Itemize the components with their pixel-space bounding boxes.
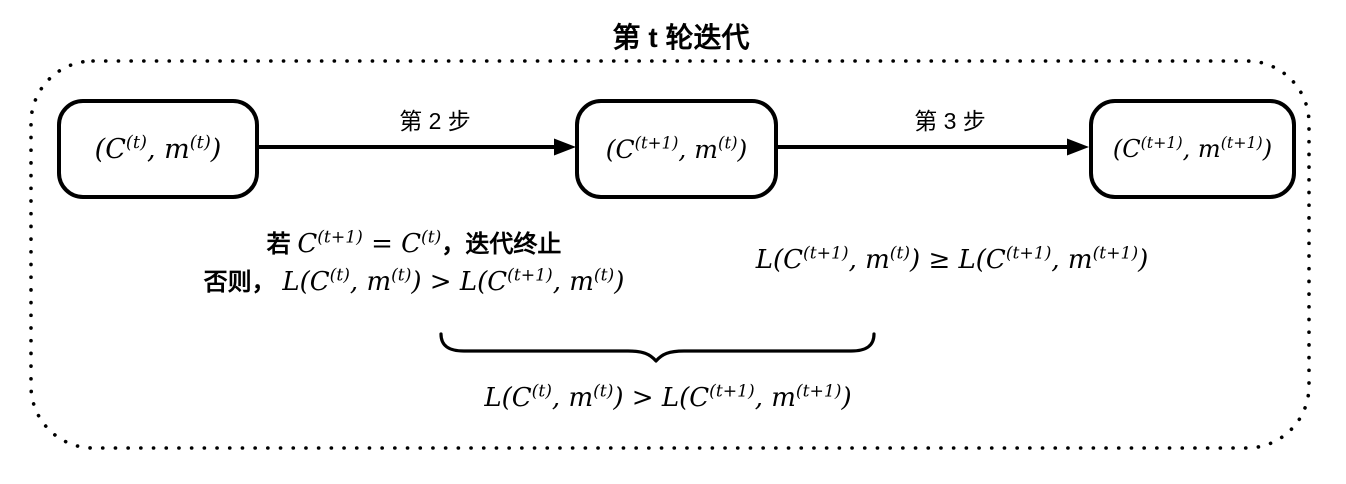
termination-note-line1: 若 C(t+1) = C(t)，迭代终止 bbox=[204, 225, 625, 263]
termination-note-line1-prefix: 若 bbox=[266, 231, 298, 258]
state-box-initial-math: (C(t), m(t)) bbox=[94, 131, 222, 165]
step2-arrow-label: 第 2 步 bbox=[399, 108, 471, 134]
state-box-intermediate-math: (C(t+1), m(t)) bbox=[605, 133, 748, 164]
termination-note-line1-suffix: ，迭代终止 bbox=[441, 231, 562, 258]
termination-note-line2-prefix: 否则， bbox=[203, 269, 283, 296]
step3-arrowhead-icon bbox=[1067, 138, 1089, 156]
combined-inequality: L(C(t), m(t)) > L(C(t+1), m(t+1)) bbox=[484, 381, 852, 413]
termination-note-line2-math: L(C(t), m(t)) > L(C(t+1), m(t)) bbox=[282, 265, 625, 297]
termination-note-line1-math: C(t+1) = C(t) bbox=[297, 227, 442, 259]
step2-arrowhead-icon bbox=[554, 138, 576, 156]
iteration-boundary-dotted-border bbox=[29, 59, 1311, 450]
step2-arrow bbox=[253, 138, 576, 156]
step3-arrow bbox=[772, 138, 1089, 156]
step3-inequality: L(C(t+1), m(t)) ≥ L(C(t+1), m(t+1)) bbox=[755, 243, 1149, 275]
iteration-title: 第 t 轮迭代 bbox=[612, 22, 750, 53]
state-box-next-math: (C(t+1), m(t+1)) bbox=[1112, 133, 1273, 163]
state-box-intermediate: (C(t+1), m(t)) bbox=[575, 99, 778, 199]
state-box-next: (C(t+1), m(t+1)) bbox=[1089, 99, 1296, 199]
state-box-initial: (C(t), m(t)) bbox=[57, 99, 259, 199]
termination-note-line2: 否则， L(C(t), m(t)) > L(C(t+1), m(t)) bbox=[204, 263, 625, 301]
underbrace-icon bbox=[439, 332, 876, 363]
step3-arrow-label: 第 3 步 bbox=[914, 108, 986, 134]
termination-note: 若 C(t+1) = C(t)，迭代终止 否则， L(C(t), m(t)) >… bbox=[204, 225, 625, 301]
